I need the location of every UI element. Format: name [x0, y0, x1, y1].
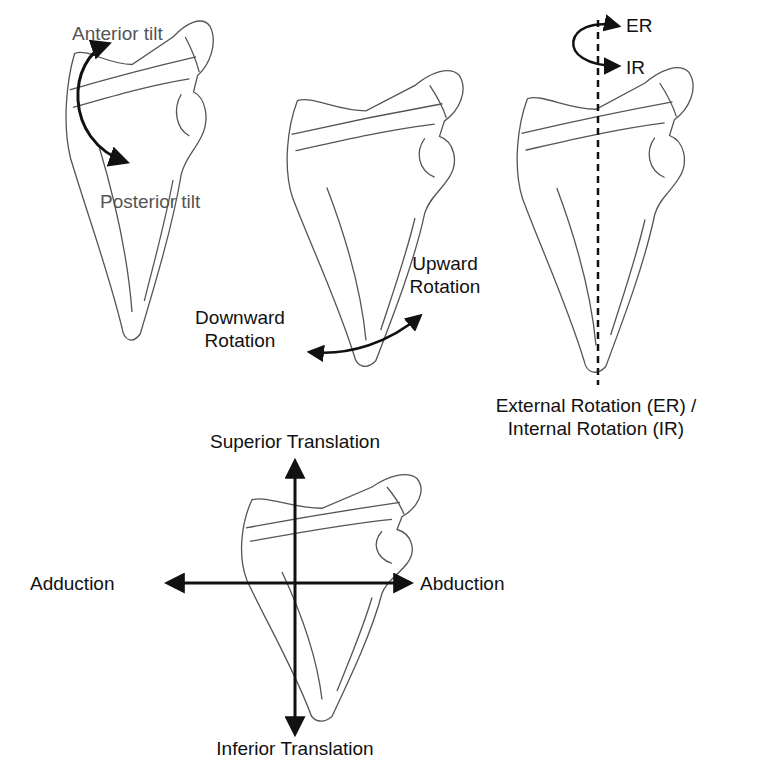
scapula	[287, 71, 463, 367]
scapula	[242, 475, 421, 721]
motion-label: IR	[626, 56, 666, 79]
motion-label: Inferior Translation	[145, 737, 445, 760]
motion-label: Downward Rotation	[180, 306, 300, 352]
motion-label: Anterior tilt	[72, 22, 212, 45]
tilt-arrow	[78, 44, 126, 162]
scapula	[517, 68, 693, 372]
translation-arrow	[168, 582, 410, 585]
motion-label: ER	[626, 14, 666, 37]
scapula	[66, 21, 213, 340]
axial-rotation-arrow	[573, 24, 618, 66]
rotation-arrow	[310, 316, 420, 353]
motion-label: Abduction	[420, 572, 550, 595]
motion-label: Posterior tilt	[100, 190, 250, 213]
axis-label: External Rotation (ER) / Internal Rotati…	[474, 394, 718, 440]
translation-arrow	[294, 462, 297, 733]
motion-label: Superior Translation	[145, 430, 445, 453]
rotation-axis	[597, 20, 600, 385]
motion-label: Upward Rotation	[385, 252, 505, 298]
motion-label: Adduction	[30, 572, 160, 595]
